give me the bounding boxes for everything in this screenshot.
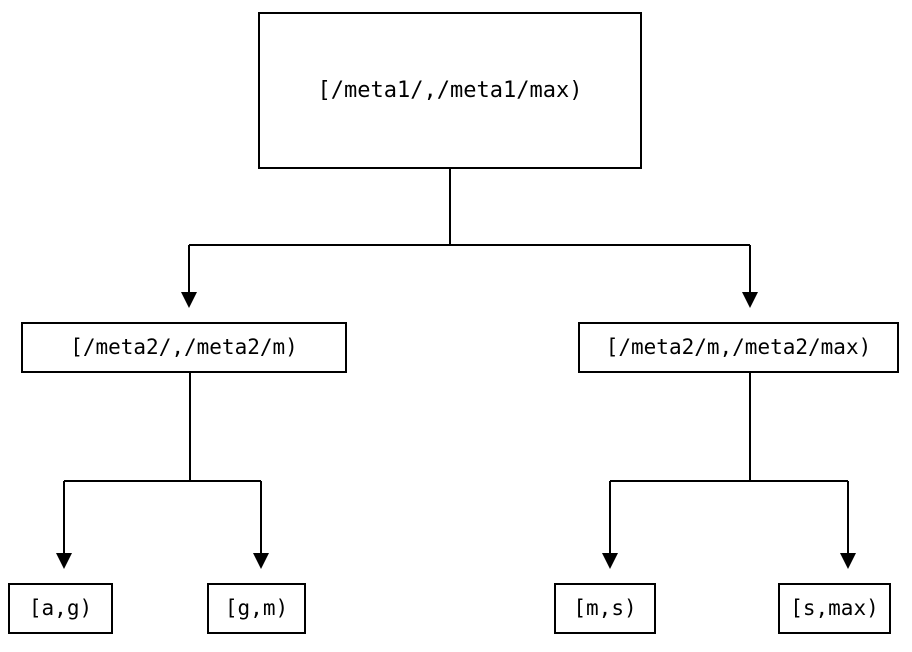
tree-node-mid-right-label: [/meta2/m,/meta2/max) (605, 335, 872, 359)
edge-root-to-mid-level (187, 169, 752, 293)
arrowhead-mid-right (742, 292, 758, 308)
tree-node-mid-left[interactable]: [/meta2/,/meta2/m) (21, 322, 347, 373)
tree-node-leaf-3[interactable]: [m,s) (554, 583, 656, 634)
tree-node-root[interactable]: [/meta1/,/meta1/max) (258, 12, 642, 169)
arrowhead-leaf-1 (56, 553, 72, 569)
arrowhead-leaf-2 (253, 553, 269, 569)
tree-node-leaf-1-label: [a,g) (28, 596, 93, 620)
tree-node-leaf-4[interactable]: [s,max) (778, 583, 891, 634)
tree-node-leaf-2-label: [g,m) (224, 596, 289, 620)
tree-node-leaf-4-label: [s,max) (790, 596, 879, 620)
tree-node-leaf-1[interactable]: [a,g) (8, 583, 113, 634)
arrowhead-leaf-4 (840, 553, 856, 569)
tree-node-leaf-2[interactable]: [g,m) (207, 583, 306, 634)
arrowhead-leaf-3 (602, 553, 618, 569)
tree-node-root-label: [/meta1/,/meta1/max) (317, 77, 583, 103)
tree-node-leaf-3-label: [m,s) (573, 596, 637, 620)
arrowhead-mid-left (181, 292, 197, 308)
edge-mid-right-to-leaves (608, 373, 850, 553)
tree-node-mid-right[interactable]: [/meta2/m,/meta2/max) (578, 322, 899, 373)
edge-mid-left-to-leaves (62, 373, 263, 553)
tree-node-mid-left-label: [/meta2/,/meta2/m) (70, 335, 298, 359)
